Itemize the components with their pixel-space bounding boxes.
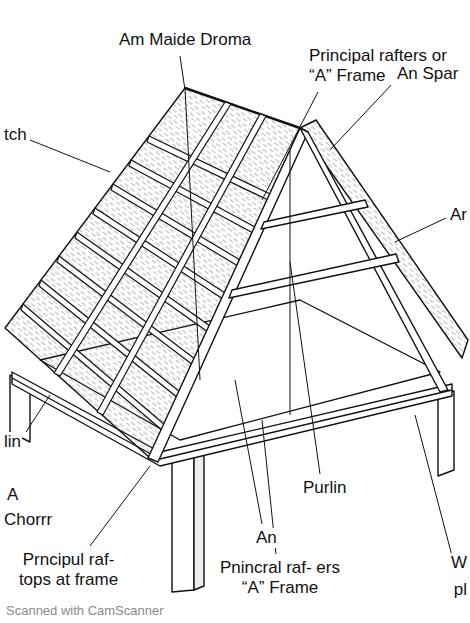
right-post — [438, 391, 454, 476]
part-label: tch — [3, 125, 28, 145]
rafters — [54, 102, 266, 415]
watermark: Scanned with CamScanner — [5, 604, 165, 619]
corner-post-side — [194, 442, 204, 590]
part-label: Pnincral raf- ers “A” Frame — [215, 558, 345, 597]
part-label: Purlin — [302, 478, 347, 498]
king-post — [290, 150, 291, 415]
corner-post — [172, 446, 194, 592]
part-label: An — [255, 528, 278, 548]
wall-plate-edge — [160, 390, 452, 459]
rear-frame — [185, 88, 200, 380]
part-label: A — [6, 485, 19, 505]
part-label: Ar — [449, 205, 468, 225]
principal-rafter — [148, 128, 308, 462]
part-label: Prncipul raf- tops at frame — [5, 550, 132, 589]
collar-tie — [261, 200, 368, 229]
part-label: Am Maide Droma — [118, 30, 252, 50]
part-label: pl — [453, 580, 468, 600]
collar-tie — [229, 254, 399, 298]
part-label: lin — [3, 432, 22, 452]
right-thatch — [300, 120, 468, 358]
left-thatch — [5, 88, 300, 458]
ridge — [185, 88, 300, 128]
part-label: An Spar — [396, 64, 459, 84]
part-label: Chorrr — [3, 510, 53, 530]
part-label: W — [450, 553, 468, 573]
leader-lines — [26, 56, 452, 556]
